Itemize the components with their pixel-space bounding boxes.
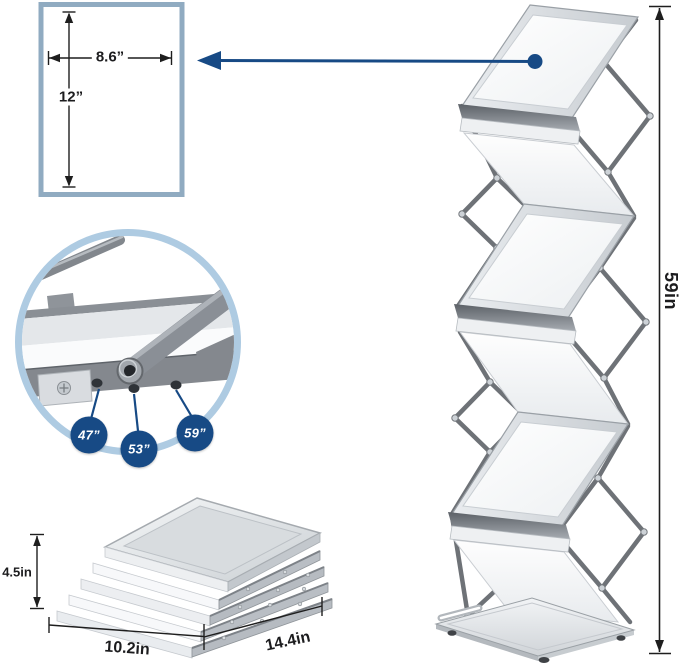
- stand-height-dimension: [649, 5, 671, 655]
- arrow-down-head: [64, 176, 74, 187]
- shelf-height-badge-53: 53”: [120, 430, 158, 468]
- badge-59-label: 59”: [184, 425, 206, 441]
- base-feet: [447, 630, 626, 663]
- folded-width-label: 10.2in: [103, 638, 151, 659]
- arrow-left-head: [49, 53, 60, 63]
- shelf-height-badge-47: 47”: [70, 416, 108, 454]
- display-tray: [454, 203, 636, 345]
- paper-height-label: 12”: [54, 88, 88, 106]
- badge-pointer-lines: [89, 388, 193, 432]
- badge-47-label: 47”: [78, 427, 100, 443]
- adjustment-hole-53: [128, 384, 140, 393]
- adjustment-hole-59: [170, 380, 182, 390]
- callout-arrow: [197, 51, 543, 70]
- base-plate: [434, 597, 636, 657]
- back-panel: [452, 539, 620, 623]
- badge-53-label: 53”: [128, 441, 150, 457]
- paper-width-label: 8.6”: [91, 48, 129, 66]
- display-tray: [448, 411, 630, 553]
- display-tray-top: [458, 4, 640, 145]
- arrow-right-head: [160, 53, 171, 63]
- arrow-up-head: [64, 12, 74, 23]
- folded-stand-illustration: [56, 497, 333, 659]
- arrow-left-head: [197, 51, 221, 70]
- stand-height-label: 59in: [661, 271, 679, 311]
- callout-origin-dot: [527, 54, 543, 69]
- folded-dimension-lines: [30, 533, 323, 650]
- shelf-height-badge-59: 59”: [176, 414, 214, 452]
- detail-circle: [15, 229, 241, 455]
- mechanism-closeup: [22, 236, 234, 407]
- folded-height-label: 4.5in: [2, 564, 32, 580]
- stand-illustration: [434, 4, 654, 663]
- adjustment-hole-47: [91, 378, 103, 388]
